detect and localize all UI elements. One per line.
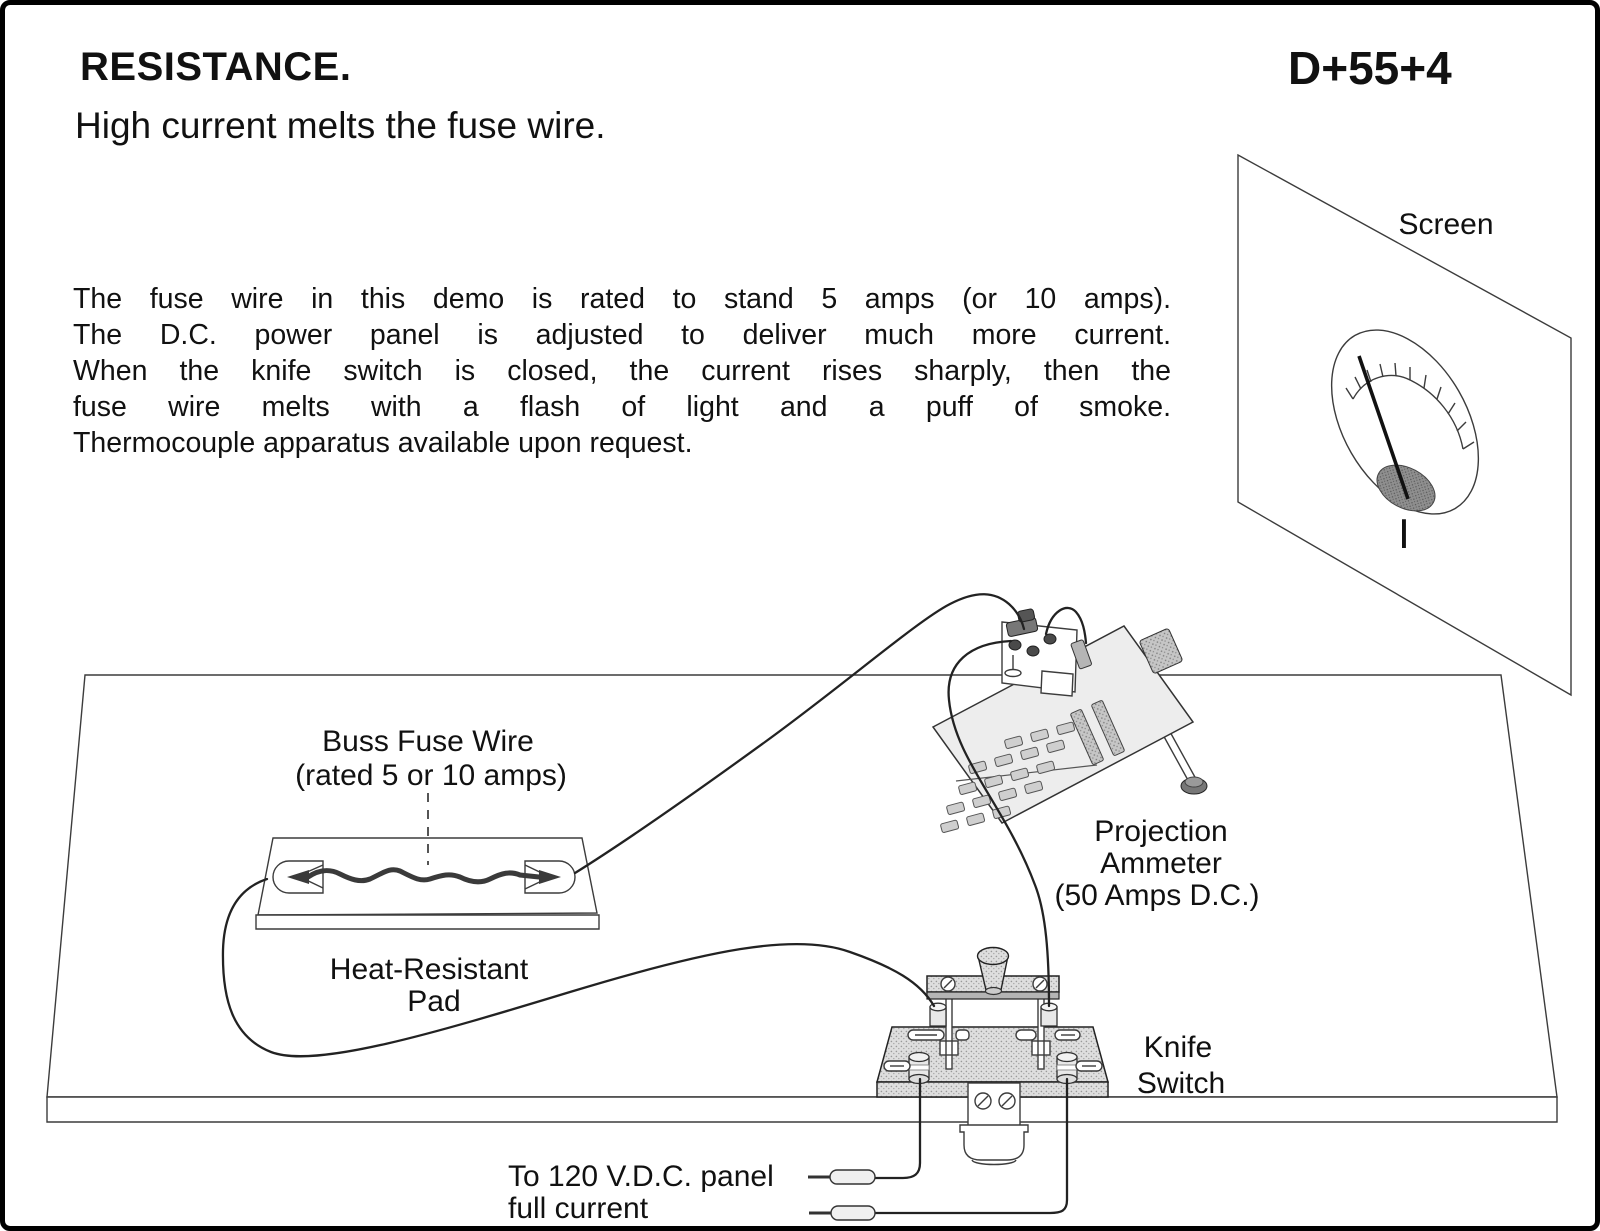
projection-ammeter: [931, 608, 1208, 833]
table-front-edge: [46, 1096, 1558, 1123]
clamp-foot: [959, 1124, 1029, 1161]
wire-switch-to-plug1: [873, 1077, 922, 1180]
page-title: RESISTANCE.: [80, 45, 352, 89]
fuse-wire: [287, 867, 561, 885]
projector-slit: [1070, 709, 1104, 765]
wire-switch-to-plug2: [872, 1077, 1069, 1215]
pad-label-line1: Heat-Resistant: [330, 953, 529, 986]
switch-clamp: [959, 1082, 1029, 1166]
wire-fuse-to-switch: [221, 877, 936, 1058]
projector-leg: [1161, 729, 1208, 795]
banana-plug-2: [809, 1205, 876, 1221]
apparatus-illustration: Screen I: [46, 153, 1572, 1225]
screen-label: Screen: [1398, 208, 1493, 241]
page-subtitle: High current melts the fuse wire.: [75, 105, 606, 146]
wire-fuse-to-ammeter: [573, 593, 1026, 875]
circuit-wires: [221, 593, 1088, 1215]
wire-module-to-jack: [1044, 606, 1088, 645]
module-window: [1040, 670, 1074, 697]
description-line: The D.C. power panel is adjusted to deli…: [73, 319, 1171, 351]
ammeter-label-line3: (50 Amps D.C.): [1054, 879, 1259, 912]
description-line: The fuse wire in this demo is rated to s…: [73, 283, 1171, 315]
blade-jaws: [939, 1040, 1051, 1056]
binding-post: [1043, 633, 1057, 645]
power-label-line1: To 120 V.D.C. panel: [508, 1160, 774, 1193]
switch-label-line2: Switch: [1137, 1067, 1225, 1100]
current-symbol: I: [1398, 510, 1410, 557]
ammeter-label-line1: Projection: [1094, 815, 1227, 848]
binding-post: [1026, 645, 1040, 657]
projector-lens: [1139, 628, 1183, 674]
description-line: When the knife switch is closed, the cur…: [73, 355, 1171, 387]
knife-switch: [876, 946, 1109, 1166]
screen-panel: Screen I: [1237, 153, 1572, 697]
projector-vents: [940, 721, 1076, 833]
meter-needle-icon: [1357, 355, 1410, 500]
wire-ammeter-to-switch: [947, 639, 1051, 1008]
description-line: fuse wire melts with a flash of light an…: [73, 391, 1171, 423]
pad-front-edge: [255, 914, 600, 930]
fuse-arrow-left-icon: [287, 870, 309, 884]
fuse-wire-strand: [305, 867, 542, 885]
description-line: Thermocouple apparatus available upon re…: [73, 427, 693, 459]
switch-label-line1: Knife: [1144, 1031, 1212, 1064]
power-label-line2: full current: [508, 1192, 649, 1225]
catalog-code: D+55+4: [1288, 42, 1452, 94]
switch-knob: [976, 946, 1010, 996]
heat-resistant-pad: [255, 837, 600, 930]
hinge-clips: [907, 1029, 1081, 1041]
fuse-label-line2: (rated 5 or 10 amps): [295, 759, 567, 792]
banana-plug-1: [808, 1169, 876, 1185]
projector-slit: [1091, 700, 1125, 756]
fuse-label-line1: Buss Fuse Wire: [322, 725, 534, 758]
table: [46, 674, 1558, 1123]
meter-scale-ticks: [1345, 362, 1475, 450]
module-jack: [1070, 639, 1092, 670]
description-paragraph: The fuse wire in this demo is rated to s…: [73, 281, 1171, 461]
ammeter-label-line2: Ammeter: [1100, 847, 1222, 880]
knife-blade-left: [945, 992, 953, 1070]
fuse-arrow-right-icon: [539, 870, 561, 884]
pad-label-line2: Pad: [407, 985, 460, 1018]
binding-post: [1008, 639, 1022, 651]
module-lever: [1004, 668, 1022, 678]
ammeter-module: [1001, 608, 1092, 697]
pad-top: [257, 837, 598, 916]
projected-meter: I: [1330, 329, 1480, 557]
